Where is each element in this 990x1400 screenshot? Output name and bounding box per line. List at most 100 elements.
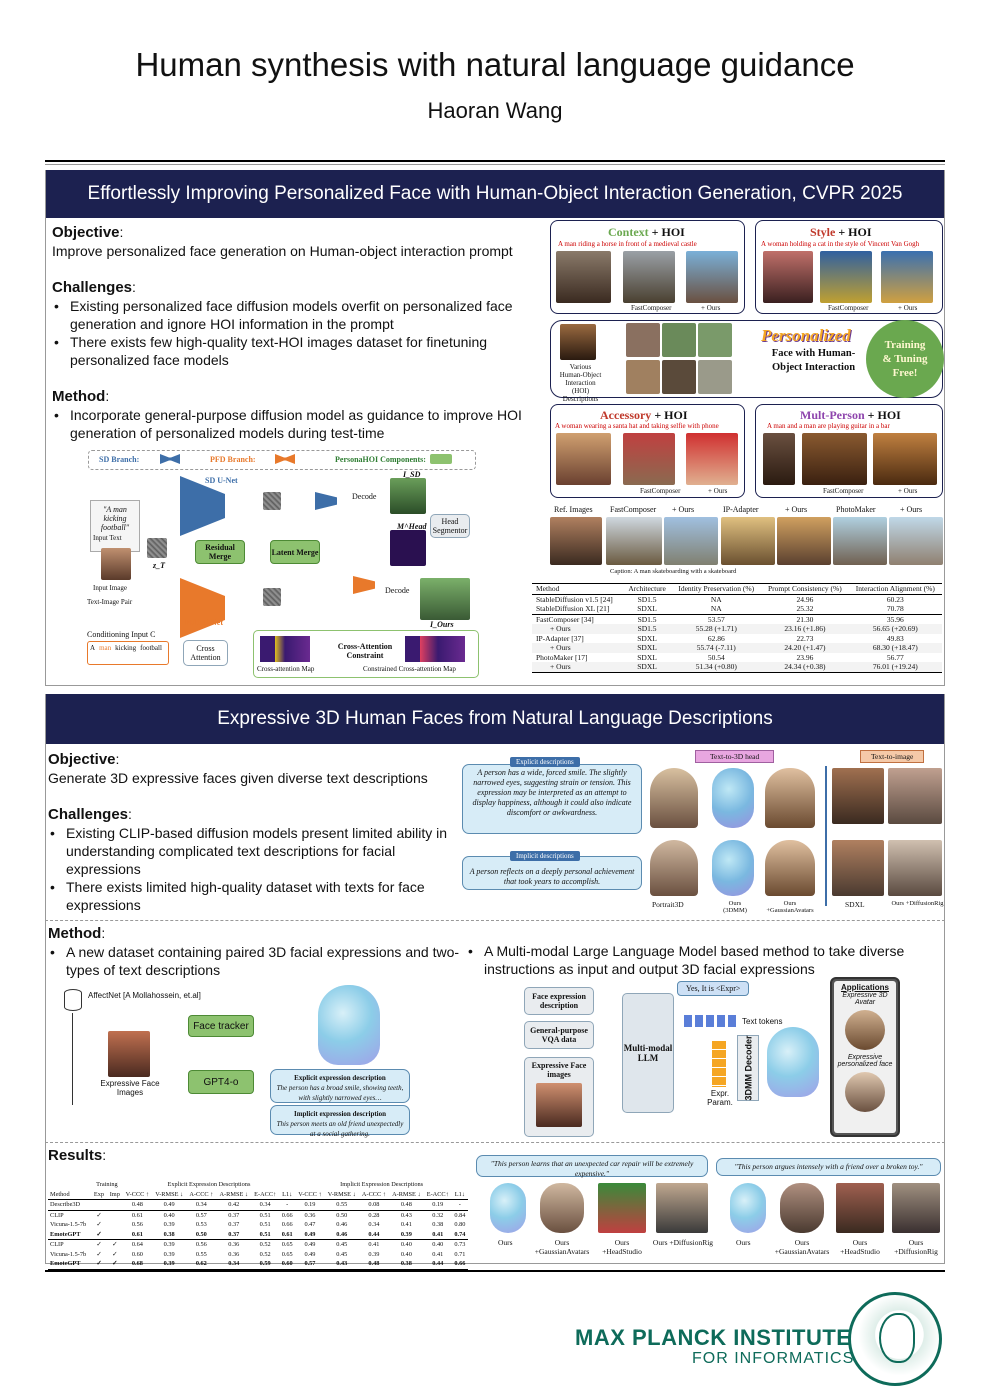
s1-challenge: There exists few high-quality text-HOI i… [52,333,547,369]
latent-merge: Latent Merge [270,540,320,564]
col-header: E-ACC↑ [254,1190,277,1198]
table-cell: 0.49 [304,1241,316,1248]
table-cell: 55.74 (-7.11) [696,643,736,652]
table-cell: 0.38 [432,1221,444,1228]
table-cell [107,1220,123,1230]
section1-banner: Effortlessly Improving Personalized Face… [46,170,944,218]
table-cell: ✓ [96,1250,102,1258]
table-cell: 0.57 [304,1260,316,1267]
table-cell: 49.83 [886,633,904,643]
table-cell: 0.39 [400,1230,412,1238]
fc-label: FastComposer [631,304,672,312]
sd-branch-legend: SD Branch: [99,455,140,464]
s2-objective: Generate 3D expressive faces given diver… [48,770,428,786]
col-header: A-RMSE ↓ [219,1190,249,1198]
input-text-box: "A man kicking football" [90,500,140,552]
fig-label: SDXL [845,900,865,909]
col-header: Method [50,1190,70,1198]
s1-text: Objective: Improve personalized face gen… [52,223,547,442]
table-cell: + Ours [550,624,571,633]
table-cell: 0.34 [228,1260,240,1267]
decode-label: Decode [385,586,410,595]
cmp-header: PhotoMaker [836,505,876,514]
table-cell: StableDiffusion v1.5 [24] [536,594,613,604]
table-cell: 25.32 [796,604,814,613]
sd-step-shape [315,492,337,510]
app-avatar: Expressive 3D Avatar [842,992,888,1006]
table-cell: PhotoMaker [17] [536,652,588,662]
pfd-unet-label: PFD U-Net [185,618,223,627]
mpi-line1: MAX PLANCK INSTITUTE [575,1325,852,1350]
result-headstudio [598,1183,646,1233]
group-header: Implicit Expression Descriptions [340,1181,424,1188]
pipeline-diagram: SD Branch: PFD Branch: PersonaHOI Compon… [85,448,485,680]
context-ours [686,251,738,303]
hoi-thumb [662,323,696,357]
table-cell: 24.96 [796,594,814,604]
cmp-image [550,517,602,565]
ours-label: + Ours [708,487,728,495]
s2-text: Objective: Generate 3D expressive faces … [48,750,463,914]
table-cell: 0.84 [454,1211,466,1219]
multi-prompt: A man and a man are playing guitar in a … [767,422,890,430]
style-fastcomposer [820,251,872,303]
implicit-expression-box: Implicit expression description This per… [270,1105,410,1138]
dataset-diagram: AffectNet [A Mollahossein, et.al] Expres… [60,985,430,1138]
expressive-face-image [108,1031,150,1077]
cmp-header: + Ours [900,505,923,514]
constraint-panel [253,630,479,678]
col-header: L1↓ [282,1190,293,1198]
col-header: V-RMSE ↓ [327,1190,356,1198]
ours-label: + Ours [898,487,918,495]
col-header: Imp [109,1190,120,1198]
table-cell: 0.65 [281,1241,293,1248]
table-cell: 56.77 [886,652,904,662]
result-3dmm [730,1183,766,1233]
table-cell: 35.96 [886,614,904,624]
table-cell: SD1.5 [637,624,657,633]
s1-challenge: Existing personalized face diffusion mod… [52,297,547,333]
expressive-label: Expressive Face Images [100,1079,160,1097]
database-icon [64,989,82,1011]
fc-label: FastComposer [823,487,864,495]
cond-tokens: A man kicking football [87,641,169,665]
table-cell [91,1200,107,1211]
table-cell: 0.51 [259,1230,271,1238]
input-text-label: Input Text [93,534,122,542]
gaussian-face [765,768,815,828]
table-cell: 0.39 [163,1260,175,1267]
s2-method-right: A Multi-modal Large Language Model based… [466,942,944,978]
cmp-header: + Ours [785,505,808,514]
accessory-fastcomposer [623,433,675,485]
cmp-header: IP-Adapter [723,505,759,514]
pfd-unet-shape [180,578,225,638]
table-cell: 0.62 [195,1260,207,1267]
diffusionrig-face [888,840,942,896]
context-ref [556,251,611,303]
input-vqa: General-purpose VQA data [524,1021,594,1049]
isd-label: I_SD [403,470,421,479]
cmp-caption: Caption: A man skateboarding with a skat… [610,568,737,575]
col-header: Identity Preservation (%) [678,584,755,593]
table-cell: 56.65 (+20.69) [872,624,918,633]
table-cell: Vicuna-1.5-7b [50,1250,87,1258]
hoi-thumb [626,323,660,357]
table-cell: 23.16 (+1.86) [784,624,826,633]
table-cell: 0.71 [454,1250,466,1258]
table-cell: ✓ [96,1221,102,1228]
context-title: Context [608,225,649,239]
table-cell: 0.19 [304,1201,316,1208]
table-cell: 70.78 [886,604,904,613]
result-label: Ours [736,1238,751,1247]
result-gaussian [540,1183,584,1233]
table-cell: 0.61 [131,1211,143,1219]
table-cell: SDXL [637,643,657,652]
divider [45,1142,945,1143]
